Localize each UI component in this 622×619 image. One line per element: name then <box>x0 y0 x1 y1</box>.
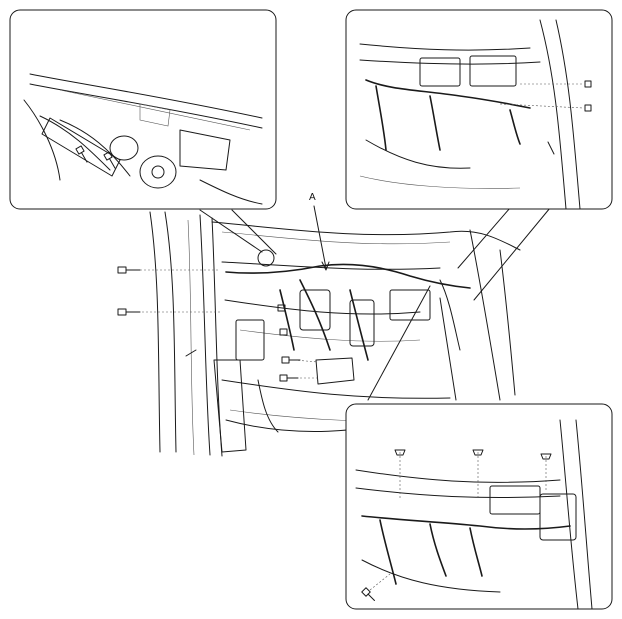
inset-top-right <box>345 9 613 210</box>
callout-a-label: A <box>309 192 316 203</box>
main-view-bolts <box>117 266 301 382</box>
inset-top-left <box>9 9 277 210</box>
inset-bottom-right <box>345 403 613 610</box>
zoom-wedges <box>199 207 551 401</box>
